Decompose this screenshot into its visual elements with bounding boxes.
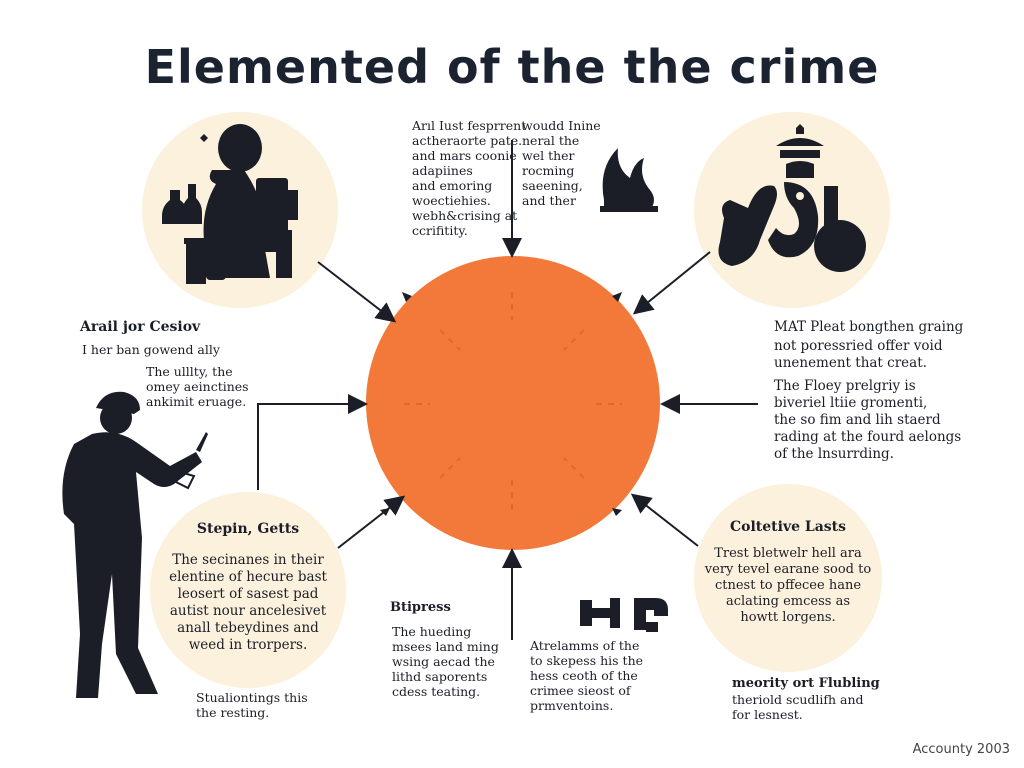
bottom-left-caption: Stualiontings this the resting.: [196, 690, 308, 720]
arrow-left: [257, 394, 368, 490]
arrow-top-left: [317, 261, 397, 323]
worker-silhouette-icon: [62, 391, 208, 698]
right-paragraph: The Floey prelgriy is biveriel ltiie gro…: [774, 378, 962, 462]
bubble-right-heading: Coltetive Lasts: [729, 519, 847, 535]
arrow-bottom-left: [337, 495, 406, 549]
bubble-left-heading: Stepin, Getts: [196, 521, 300, 537]
bubble-left-body: The secinanes in their elentine of hecur…: [169, 552, 327, 653]
arrow-top-right: [632, 251, 711, 315]
bubble-right-body: Trest bletwelr hell ara very tevel earan…: [704, 546, 872, 625]
hand-with-lamp-icon: [718, 124, 866, 272]
tool-icon: [580, 598, 668, 632]
bubble-bottom-right: [694, 484, 882, 672]
left-sub-text: The ulllty, the omey aeinctines ankimit …: [146, 364, 249, 409]
left-line: I her ban gowend ally: [82, 342, 220, 357]
flame-icon: [600, 148, 658, 212]
bottom-right-heading: meority ort Flubling: [732, 676, 880, 691]
footer-credit: Accounty 2003: [912, 742, 1010, 757]
bubble-bottom-left: [150, 492, 346, 688]
bottom-mid-body: The hueding msees land ming wsing aecad …: [392, 624, 499, 699]
right-lines: not poressried offer void unenement that…: [774, 338, 943, 371]
tick-arrow-icon: [402, 292, 412, 302]
page-title: Elemented of the the crime: [144, 40, 880, 94]
top-left-text: Arıl Iust fesprrent actheraorte pate. an…: [412, 118, 527, 238]
arrow-bottom-right: [630, 493, 699, 547]
tick-arrow-icon: [380, 508, 390, 516]
bottom-mid-heading: Btipress: [390, 600, 451, 615]
bottom-center-text: Atrelamms of the to skepess his the hess…: [530, 638, 644, 713]
left-heading: Arail jor Cesiov: [80, 319, 201, 335]
tick-arrow-icon: [612, 292, 622, 302]
woman-with-bottles-icon: [162, 124, 298, 284]
tick-arrow-icon: [612, 508, 622, 516]
top-right-text: woudd Inine neral the wel ther rocming s…: [522, 118, 601, 208]
right-heading: MAT Pleat bongthen graing: [774, 319, 964, 335]
bottom-right-body: theriold scudlifh and for lesnest.: [732, 692, 864, 722]
